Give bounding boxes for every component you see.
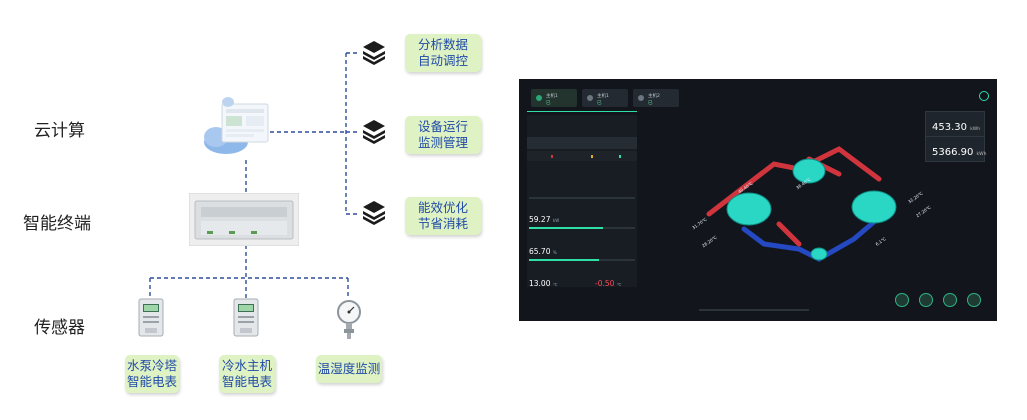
metric-value: 13.00 bbox=[529, 279, 551, 288]
metric-value: -0.50 bbox=[595, 279, 615, 288]
metric-unit: kW bbox=[552, 218, 560, 223]
table-header bbox=[527, 137, 637, 149]
card-value: 453.30 kWh bbox=[932, 122, 980, 133]
energy-card: 5366.90 kWh bbox=[925, 136, 986, 162]
chiller-dashboard: 主机1 已 主机1 已 主机2 已 59.27 kW 65.70 % 13.00… bbox=[519, 79, 997, 321]
tier-label-cloud: 云计算 bbox=[34, 121, 85, 141]
smart-meter-icon bbox=[233, 298, 259, 337]
left-panel: 59.27 kW 65.70 % 13.00 ℃ -0.50 ℃ bbox=[527, 115, 637, 288]
progress-bar bbox=[529, 227, 635, 229]
layers-icon bbox=[363, 201, 385, 225]
box-line: 自动调控 bbox=[417, 53, 468, 68]
box-line: 分析数据 bbox=[417, 37, 468, 52]
sensor-box-temp-humidity: 温湿度监测 bbox=[316, 355, 382, 383]
status-bar bbox=[699, 309, 809, 311]
sensor-box-chiller-meter: 冷水主机 智能电表 bbox=[219, 355, 275, 393]
box-line: 设备运行 bbox=[417, 119, 468, 134]
status-dot bbox=[638, 95, 644, 101]
box-line: 温湿度监测 bbox=[317, 361, 381, 376]
metric-unit: ℃ bbox=[616, 282, 622, 287]
card-number: 453.30 bbox=[932, 122, 967, 133]
card-value: 5366.90 kWh bbox=[932, 147, 986, 158]
box-line: 节省消耗 bbox=[417, 216, 468, 231]
energy-card: 453.30 kWh bbox=[925, 111, 985, 137]
box-line: 智能电表 bbox=[221, 374, 272, 389]
tab-underline bbox=[527, 111, 637, 112]
box-line: 水泵冷塔 bbox=[126, 358, 177, 373]
progress-bar bbox=[529, 197, 635, 199]
tab-chiller-2[interactable]: 主机2 已 bbox=[633, 89, 679, 107]
metric-value: 65.70 bbox=[529, 247, 551, 256]
control-button[interactable] bbox=[943, 293, 957, 307]
tab-title: 主机1 bbox=[546, 94, 558, 99]
card-unit: kWh bbox=[970, 127, 981, 132]
indicator bbox=[551, 155, 553, 158]
tab-title: 主机1 bbox=[597, 94, 609, 99]
tab-chiller-1b[interactable]: 主机1 已 bbox=[582, 89, 628, 107]
tab-title: 主机2 bbox=[648, 94, 660, 99]
sensor-box-pump-meter: 水泵冷塔 智能电表 bbox=[125, 355, 179, 393]
layers-icon bbox=[363, 41, 385, 65]
cloud-computer-icon bbox=[204, 97, 269, 154]
smart-meter-icon bbox=[138, 298, 164, 337]
metric-value: 59.27 bbox=[529, 215, 551, 224]
metric-load: 65.70 % bbox=[529, 247, 557, 256]
function-box-monitor: 设备运行 监测管理 bbox=[405, 116, 481, 154]
pressure-gauge-icon bbox=[337, 300, 361, 339]
tab-status: 已 bbox=[648, 101, 653, 106]
status-dot bbox=[536, 95, 542, 101]
metric-delta: -0.50 ℃ bbox=[595, 279, 621, 288]
tab-status: 已 bbox=[597, 101, 602, 106]
control-button[interactable] bbox=[967, 293, 981, 307]
table-row bbox=[527, 151, 637, 161]
metric-unit: % bbox=[552, 250, 557, 255]
indicator bbox=[591, 155, 593, 158]
tier-label-sensor: 传感器 bbox=[34, 318, 85, 338]
pipe-diagram bbox=[706, 146, 897, 262]
progress-bar bbox=[529, 259, 635, 261]
box-line: 冷水主机 bbox=[221, 358, 272, 373]
layers-icon bbox=[363, 120, 385, 144]
tab-chiller-1[interactable]: 主机1 已 bbox=[531, 89, 577, 107]
control-button[interactable] bbox=[895, 293, 909, 307]
metric-power: 59.27 kW bbox=[529, 215, 559, 224]
tab-status: 已 bbox=[546, 101, 551, 106]
card-number: 5366.90 bbox=[932, 147, 974, 158]
card-unit: kWh bbox=[976, 152, 987, 157]
tier-label-terminal: 智能终端 bbox=[23, 214, 91, 234]
metric-unit: ℃ bbox=[552, 282, 558, 287]
function-box-analysis: 分析数据 自动调控 bbox=[405, 34, 481, 72]
indicator bbox=[619, 155, 621, 158]
settings-icon[interactable] bbox=[979, 91, 989, 101]
status-dot bbox=[587, 95, 593, 101]
box-line: 智能电表 bbox=[126, 374, 177, 389]
box-line: 监测管理 bbox=[417, 135, 468, 150]
controller-device-icon bbox=[189, 193, 299, 246]
box-line: 能效优化 bbox=[417, 200, 468, 215]
metric-temp: 13.00 ℃ bbox=[529, 279, 557, 288]
function-box-efficiency: 能效优化 节省消耗 bbox=[405, 197, 481, 235]
control-button[interactable] bbox=[919, 293, 933, 307]
